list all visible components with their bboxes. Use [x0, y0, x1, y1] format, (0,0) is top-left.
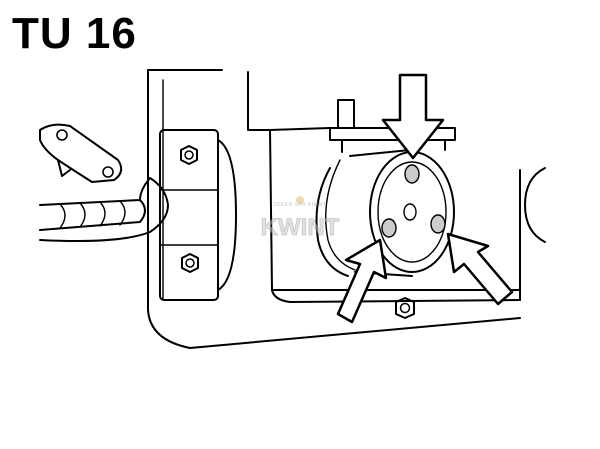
up-arrow-left-icon [336, 238, 388, 324]
bolt-hub-icon [395, 297, 415, 319]
clamp-band [159, 129, 237, 301]
pin-top [404, 164, 420, 184]
pin-left [381, 218, 397, 238]
locating-pins [381, 164, 446, 238]
watermark-brand: KWINT [260, 214, 340, 242]
watermark-logo: ZEKER VAN KWINT KWINT [258, 196, 342, 248]
pin-center [403, 203, 417, 221]
down-arrow-icon [381, 73, 445, 160]
bolt-bottom-icon [181, 253, 199, 273]
page-title: TU 16 [12, 9, 137, 58]
watermark-tagline: ZEKER VAN KWINT [273, 202, 327, 208]
housing-right-lug [524, 167, 546, 243]
watermark-dot [296, 196, 304, 204]
pin-right [430, 214, 446, 234]
handle-lever [39, 123, 169, 242]
bolt-top-icon [180, 145, 198, 165]
up-arrow-right-icon [446, 232, 514, 306]
